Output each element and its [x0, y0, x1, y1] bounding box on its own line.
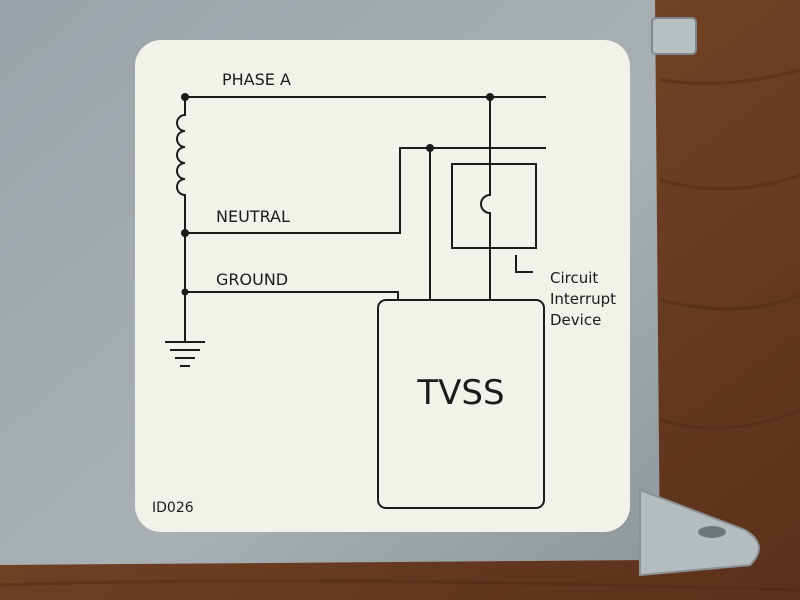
tvss-label: TVSS — [416, 373, 504, 413]
circuit-interrupt-device-box — [451, 163, 537, 249]
device-label-line-3: Device — [550, 311, 601, 329]
enclosure-hinge — [651, 17, 697, 55]
junction-dot-neutral-top — [426, 144, 434, 152]
fuse-symbol-icon — [480, 193, 492, 215]
junction-dot-neutral-left — [181, 229, 189, 237]
junction-dot-phase-right — [486, 93, 494, 101]
device-pointer-arrow — [515, 255, 533, 273]
part-id-label: ID026 — [152, 500, 194, 516]
junction-dot-ground — [181, 288, 189, 296]
device-label-line-2: Interrupt — [550, 290, 616, 308]
mounting-hole-icon — [698, 526, 726, 538]
junction-dot-phase-left — [181, 93, 189, 101]
ground-symbol-icon — [165, 341, 205, 367]
ground-label: GROUND — [216, 270, 288, 289]
junction-dots — [181, 93, 494, 296]
neutral-label: NEUTRAL — [216, 207, 290, 226]
tvss-box — [377, 299, 545, 509]
wood-grain — [0, 68, 800, 592]
device-label-line-1: Circuit — [550, 269, 598, 287]
phase-a-label: PHASE A — [222, 70, 291, 89]
wiring-diagram — [165, 96, 546, 509]
transformer-coil-icon — [176, 113, 187, 197]
